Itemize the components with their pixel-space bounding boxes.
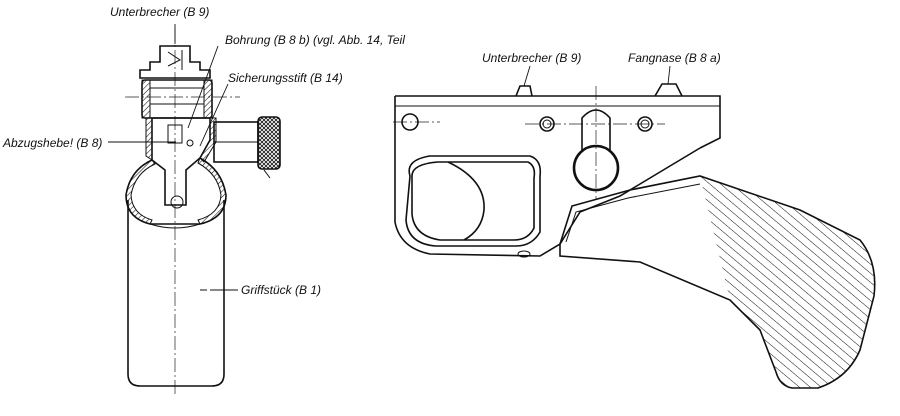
safety-pin-knob [257, 116, 281, 170]
frame-hole-right-inner [640, 119, 650, 129]
frame-hole-middle-inner [542, 119, 552, 129]
upper-housing [141, 79, 213, 119]
trigger-pivot-circle [572, 144, 620, 192]
grip-head-wall-right [197, 157, 227, 225]
interrupter-top [139, 45, 211, 79]
vertical-slot [581, 109, 611, 152]
drilling-hole [186, 139, 194, 147]
upper-housing-hatch-left [141, 79, 151, 119]
housing-wall-left [145, 117, 153, 161]
grip-body [127, 200, 225, 387]
grip-serrations [700, 176, 875, 388]
label-sicherungsstift: Sicherungsstift (B 14) [228, 71, 343, 85]
frame-hole-right [637, 116, 653, 132]
interrupter-detail [167, 50, 183, 70]
label-bohrung: Bohrung (B 8 b) (vgl. Abb. 14, Teil [225, 33, 405, 47]
trigger-guard-opening [405, 155, 542, 247]
label-griffstueck: Griffstück (B 1) [241, 283, 321, 297]
label-unterbrecher-left: Unterbrecher (B 9) [110, 5, 209, 19]
catch-nose [654, 83, 683, 97]
label-fangnase: Fangnase (B 8 a) [628, 51, 721, 65]
leader-fangnase [667, 65, 671, 85]
frame-hole-middle [539, 116, 555, 132]
cross-pin [149, 87, 205, 105]
grip-head-bottom-curve [149, 223, 201, 229]
label-abzugshebel: Abzugshebe! (B 8) [2, 136, 102, 150]
grip-head-wall-left [125, 159, 156, 225]
trigger-blade [447, 161, 485, 241]
right-side-view [393, 65, 876, 389]
left-section-view [108, 24, 281, 395]
leader-bohrung [187, 45, 219, 129]
trigger-guard-inner [411, 161, 536, 241]
interrupter-bump [515, 85, 533, 97]
label-unterbrecher-right: Unterbrecher (B 9) [482, 51, 581, 65]
lower-pin-hole [170, 195, 184, 209]
frame-hole-left [401, 113, 419, 131]
knob-tick [263, 169, 271, 179]
upper-housing-hatch-right [203, 79, 213, 119]
leader-sicherungsstift [199, 83, 229, 147]
frame-top-rail [395, 95, 721, 149]
trigger-slot [167, 124, 183, 144]
frame-outline [394, 96, 701, 257]
leader-unterbrecher-right [523, 65, 531, 87]
grip-inner-line [565, 183, 701, 243]
guard-foot [517, 250, 531, 258]
